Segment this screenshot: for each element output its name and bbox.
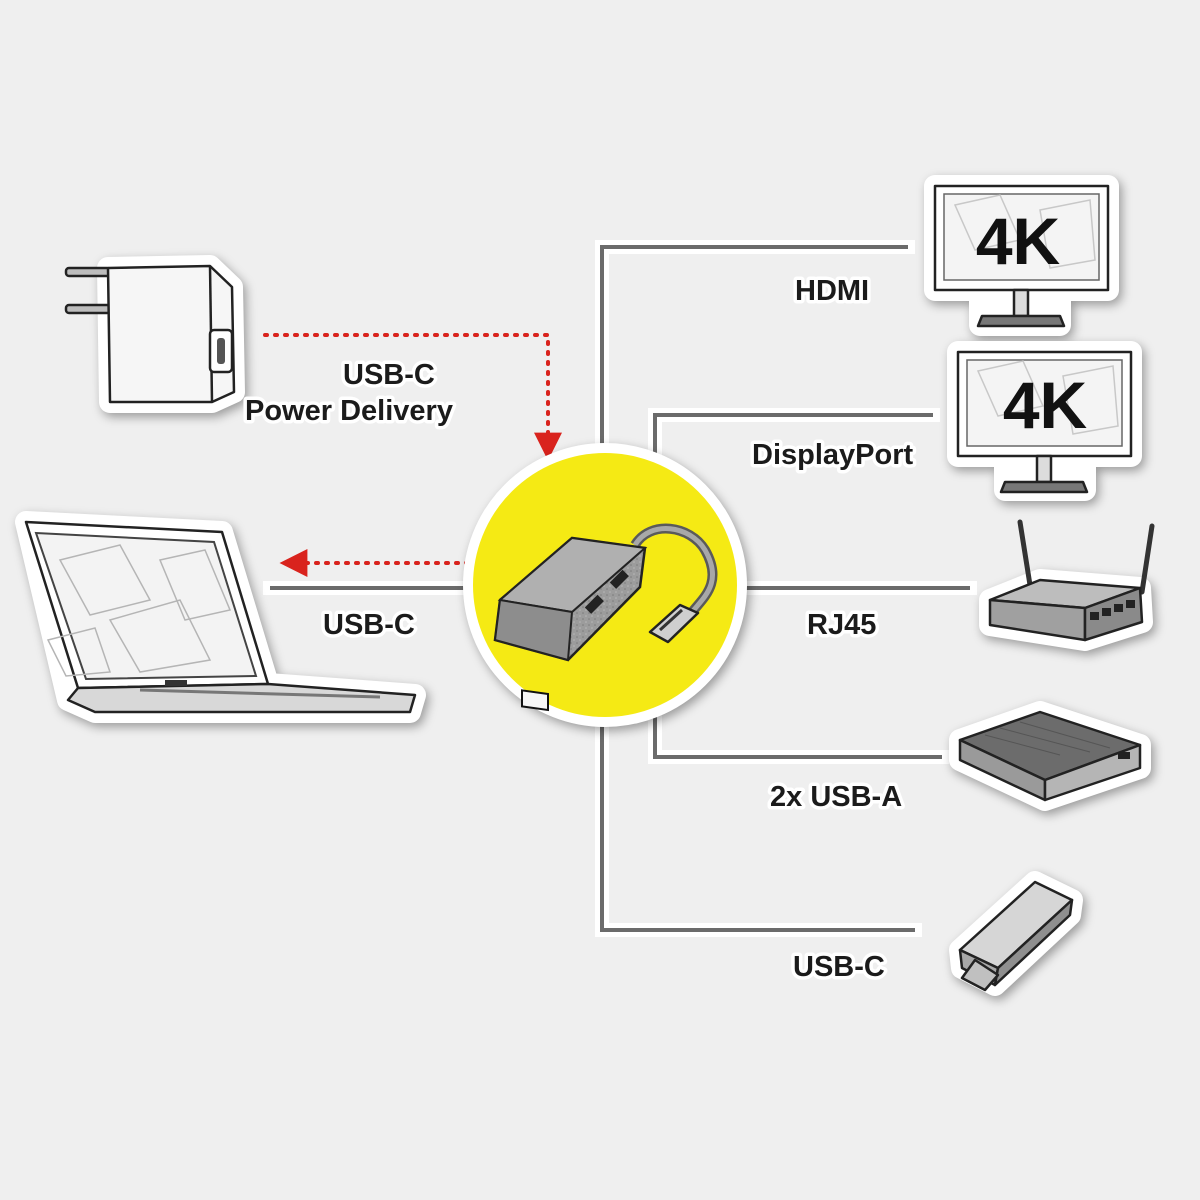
usb-a-line	[653, 700, 942, 759]
labels: 4K 4K HDMI DisplayPort RJ45 2x USB-A USB…	[242, 204, 1088, 987]
usb-c-hub-icon	[493, 523, 718, 712]
connector-lines	[263, 240, 977, 937]
usb-c-out-line	[600, 720, 915, 932]
hdmi-line	[600, 245, 908, 455]
label-power-delivery: Power Delivery	[245, 395, 453, 427]
monitor-hdmi-icon	[924, 175, 1119, 336]
label-displayport: DisplayPort	[752, 439, 913, 471]
displayport-line	[653, 413, 933, 470]
router-icon	[979, 519, 1155, 651]
power-arrows	[263, 333, 562, 577]
usb-c-stick-icon	[949, 871, 1083, 996]
label-usb-c-out: USB-C	[793, 951, 885, 983]
laptop-icon	[15, 511, 426, 723]
label-power-usb-c: USB-C	[343, 359, 435, 391]
label-usb-a: 2x USB-A	[770, 781, 902, 813]
label-hdmi: HDMI	[795, 275, 869, 307]
power-delivery-arrow	[263, 333, 562, 461]
label-rj45: RJ45	[807, 609, 876, 641]
monitor-displayport-resolution: 4K	[1003, 368, 1088, 442]
power-adapter-icon	[64, 255, 245, 413]
monitor-displayport-icon	[947, 341, 1142, 501]
label-usb-c-laptop: USB-C	[323, 609, 415, 641]
external-drive-icon	[949, 701, 1151, 811]
monitor-hdmi-resolution: 4K	[976, 204, 1061, 278]
